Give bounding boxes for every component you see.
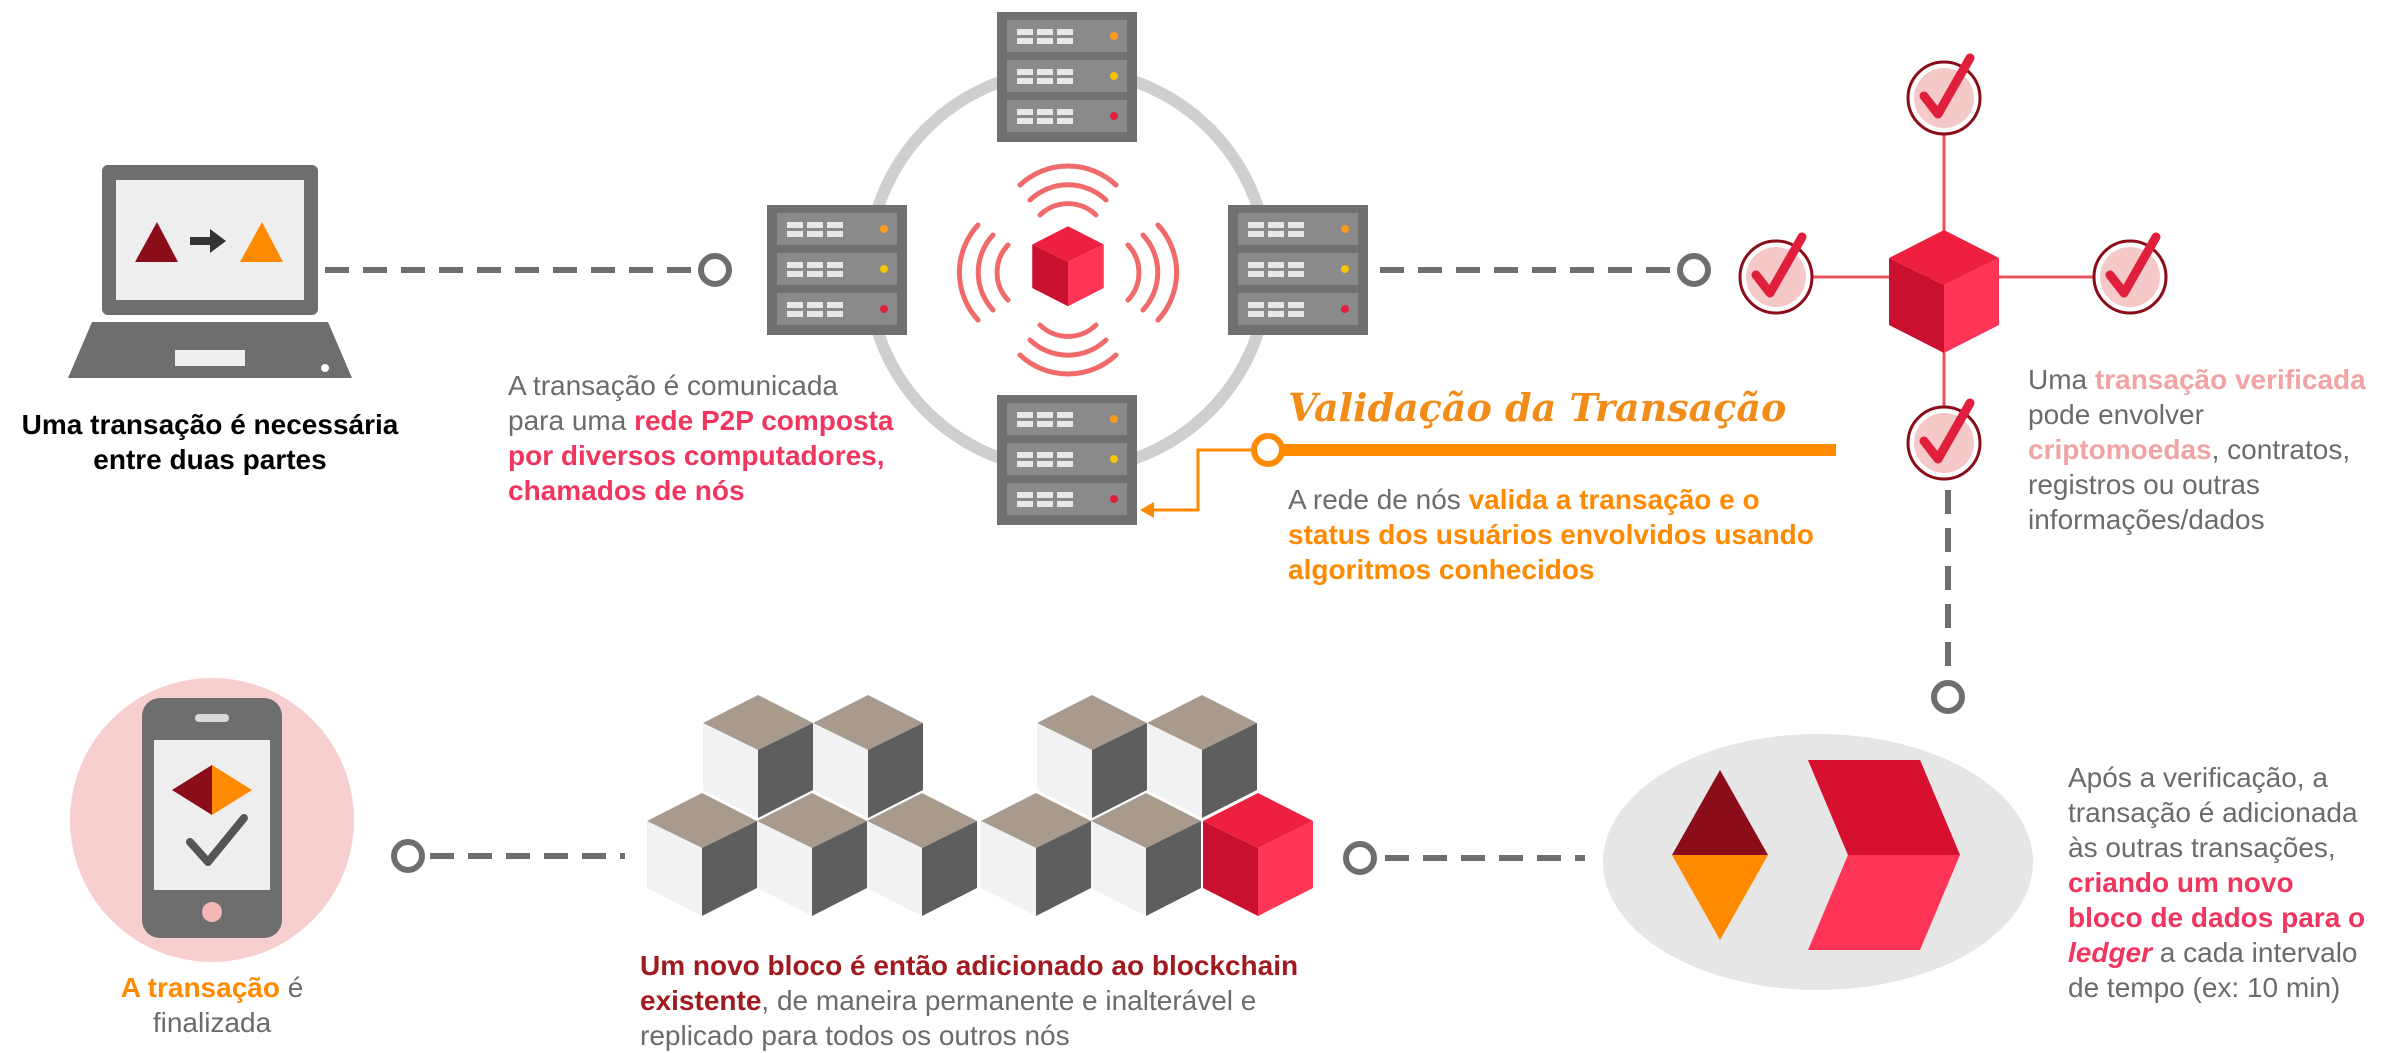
connector-3: [1931, 490, 1965, 714]
connector-4: [1343, 841, 1585, 875]
step6-caption: A transação é finalizada: [120, 972, 304, 1038]
verified-block-icon: [1740, 58, 2166, 479]
validation-connector: [1140, 433, 1836, 518]
laptop-icon: [68, 165, 352, 378]
validation-caption: A rede de nós valida a transação e o sta…: [1288, 484, 1814, 585]
new-data-block-icon: [1603, 734, 2033, 990]
connector-5: [391, 839, 625, 873]
p2p-network-icon: [767, 12, 1368, 525]
step2-caption: A transação é comunicada para uma rede P…: [508, 370, 894, 506]
step4-caption: Após a verificação, a transação é adicio…: [2068, 762, 2366, 1003]
blockchain-icon: [647, 695, 1313, 916]
smartphone-icon: [70, 678, 354, 962]
step1-caption: Uma transação é necessária entre duas pa…: [21, 409, 399, 475]
step5-caption: Um novo bloco é então adicionado ao bloc…: [640, 950, 1299, 1051]
step3-caption: Uma transação verificada pode envolver c…: [2028, 364, 2366, 535]
validation-title: Validação da Transação: [1288, 385, 1787, 430]
connector-2: [1380, 253, 1711, 287]
connector-1: [325, 253, 732, 287]
